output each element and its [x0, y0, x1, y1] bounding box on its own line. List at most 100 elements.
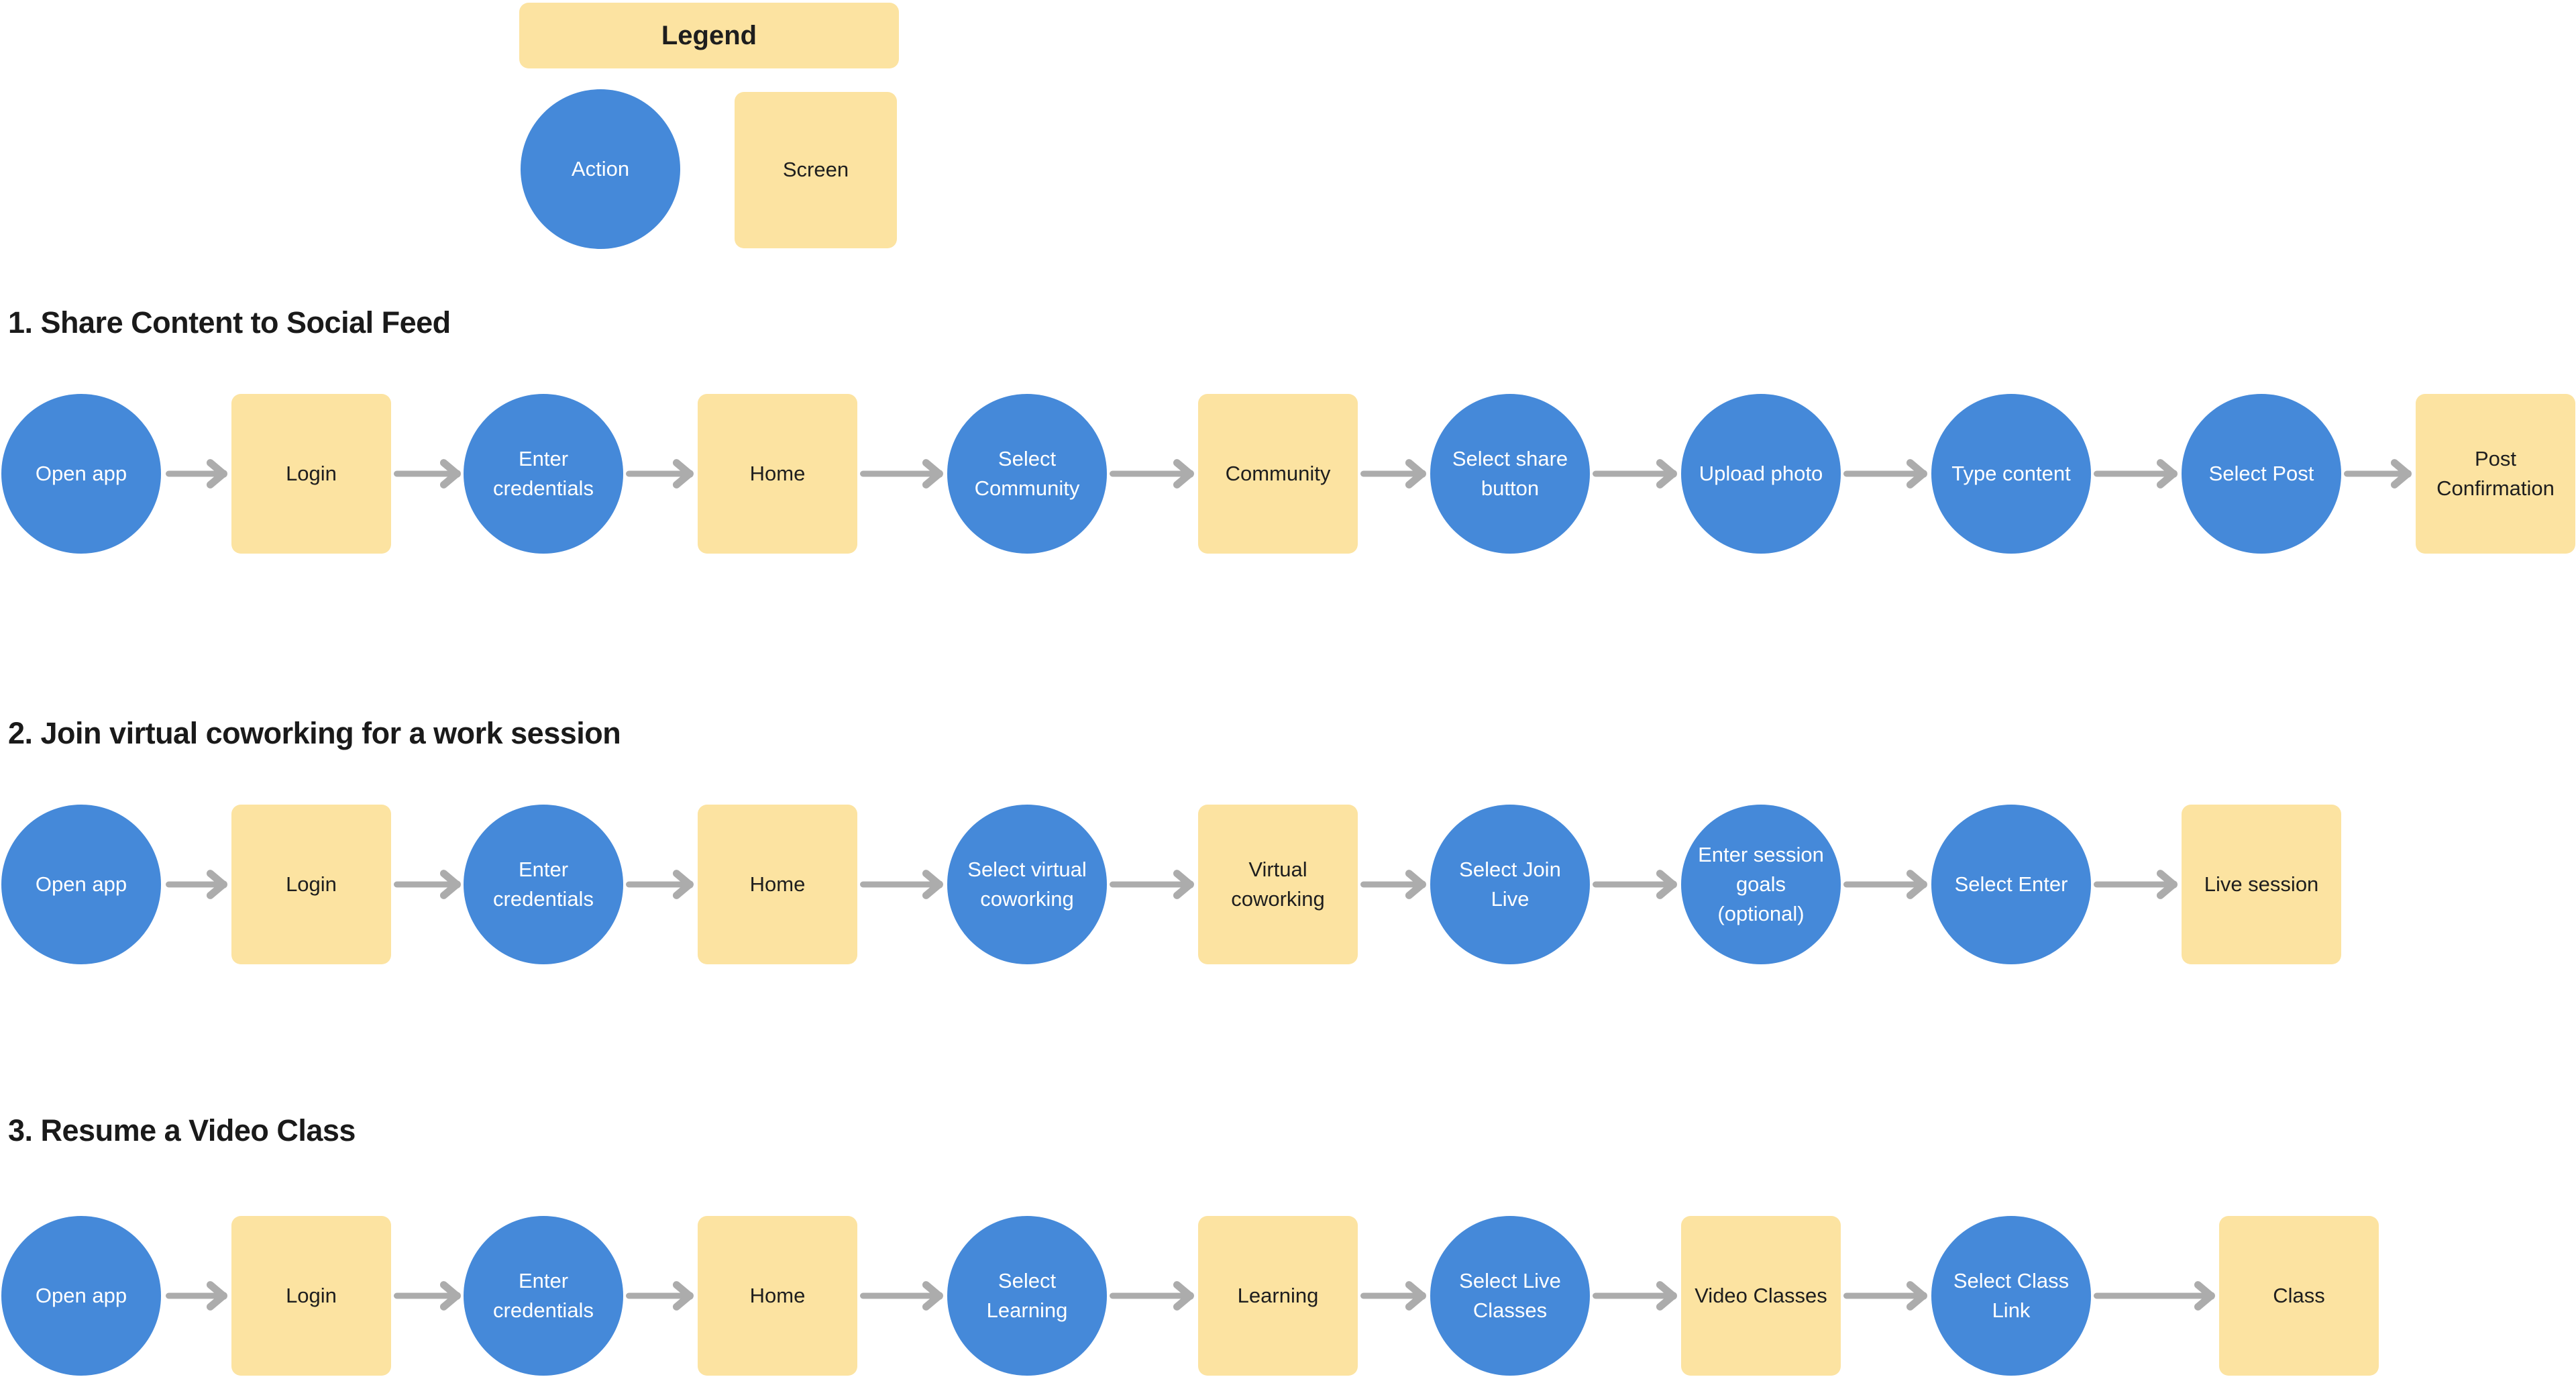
screen-node-home: Home [698, 805, 857, 964]
arrow-right-icon [1110, 454, 1196, 494]
step-label: Learning [1237, 1283, 1319, 1307]
step-label: Video Classes [1695, 1283, 1827, 1307]
step-label: Enter credentials [493, 857, 594, 911]
arrow-shaft [1843, 470, 1921, 477]
step-label: Home [749, 872, 806, 896]
arrow-shaft [1593, 881, 1670, 888]
arrow-right-icon [860, 454, 945, 494]
step-label: Select Community [974, 446, 1080, 500]
step-label: Select virtual coworking [967, 857, 1087, 911]
arrow-shaft [394, 470, 454, 477]
step-label: Home [749, 461, 806, 485]
step-label: Select Learning [986, 1268, 1068, 1322]
screen-node-learning: Learning [1198, 1216, 1358, 1376]
action-node-select-class-link: Select Class Link [1931, 1216, 2091, 1376]
step-label: Type content [1951, 461, 2071, 485]
arrow-right-icon [394, 1276, 463, 1316]
flow-title-3: 3. Resume a Video Class [8, 1113, 356, 1148]
arrow-right-icon [626, 454, 696, 494]
arrow-shaft [1110, 1292, 1187, 1299]
step-label: Enter session goals (optional) [1698, 842, 1824, 925]
step-label: Login [286, 461, 337, 485]
action-node-enter-session-goals: Enter session goals (optional) [1681, 805, 1841, 964]
legend-action-node: Action [521, 89, 680, 249]
action-node-select-learning: Select Learning [947, 1216, 1107, 1376]
arrow-shaft [2094, 470, 2171, 477]
arrow-right-icon [394, 454, 463, 494]
step-label: Enter credentials [493, 1268, 594, 1322]
arrow-right-icon [860, 864, 945, 905]
arrow-right-icon [166, 1276, 229, 1316]
action-node-select-virtual-coworking: Select virtual coworking [947, 805, 1107, 964]
step-label: Login [286, 1283, 337, 1307]
screen-node-community: Community [1198, 394, 1358, 554]
action-node-upload-photo: Upload photo [1681, 394, 1841, 554]
flow-title-2: 2. Join virtual coworking for a work ses… [8, 716, 621, 750]
legend-action-label: Action [571, 156, 630, 181]
arrow-shaft [2094, 881, 2171, 888]
screen-node-home: Home [698, 1216, 857, 1376]
step-label: Select Live Classes [1459, 1268, 1561, 1322]
arrow-right-icon [1593, 864, 1679, 905]
step-label: Community [1225, 461, 1331, 485]
arrow-shaft [1360, 881, 1419, 888]
screen-node-login: Login [231, 1216, 391, 1376]
action-node-open-app: Open app [1, 1216, 161, 1376]
arrow-right-icon [2094, 864, 2180, 905]
arrow-right-icon [2094, 454, 2180, 494]
legend-title: Legend [519, 3, 899, 68]
action-node-select-join-live: Select Join Live [1430, 805, 1590, 964]
step-label: Select Class Link [1953, 1268, 2070, 1322]
arrow-shaft [626, 1292, 687, 1299]
arrow-shaft [394, 1292, 454, 1299]
arrow-right-icon [1593, 454, 1679, 494]
arrow-right-icon [1360, 454, 1428, 494]
step-label: Home [749, 1283, 806, 1307]
arrow-shaft [166, 1292, 221, 1299]
arrow-right-icon [166, 454, 229, 494]
arrow-shaft [1360, 470, 1419, 477]
action-node-select-community: Select Community [947, 394, 1107, 554]
arrow-shaft [166, 470, 221, 477]
legend-title-label: Legend [661, 20, 757, 50]
arrow-shaft [1360, 1292, 1419, 1299]
arrow-right-icon [166, 864, 229, 905]
step-label: Login [286, 872, 337, 896]
arrow-right-icon [1843, 1276, 1929, 1316]
step-label: Virtual coworking [1231, 857, 1325, 911]
arrow-shaft [1110, 470, 1187, 477]
step-label: Open app [35, 872, 127, 896]
arrow-right-icon [394, 864, 463, 905]
arrow-right-icon [1593, 1276, 1679, 1316]
step-label: Select Post [2208, 461, 2314, 485]
screen-node-home: Home [698, 394, 857, 554]
arrow-right-icon [1843, 864, 1929, 905]
step-label: Select Join Live [1459, 857, 1561, 911]
arrow-shaft [860, 470, 936, 477]
step-label: Post Confirmation [2436, 446, 2555, 500]
arrow-right-icon [1110, 1276, 1196, 1316]
arrow-right-icon [2094, 1276, 2217, 1316]
action-node-select-live-classes: Select Live Classes [1430, 1216, 1590, 1376]
step-label: Upload photo [1699, 461, 1823, 485]
arrow-right-icon [2344, 454, 2414, 494]
arrow-right-icon [1110, 864, 1196, 905]
action-node-enter-credentials: Enter credentials [464, 394, 623, 554]
action-node-type-content: Type content [1931, 394, 2091, 554]
legend-screen-node: Screen [735, 92, 897, 248]
step-label: Open app [35, 1283, 127, 1307]
arrow-right-icon [1360, 864, 1428, 905]
step-label: Select Enter [1954, 872, 2068, 896]
action-node-select-post: Select Post [2182, 394, 2341, 554]
arrow-right-icon [860, 1276, 945, 1316]
arrow-shaft [2344, 470, 2405, 477]
arrow-shaft [2094, 1292, 2208, 1299]
arrow-shaft [1843, 881, 1921, 888]
flow-title-1: 1. Share Content to Social Feed [8, 305, 451, 340]
arrow-shaft [394, 881, 454, 888]
screen-node-virtual-coworking: Virtual coworking [1198, 805, 1358, 964]
screen-node-login: Login [231, 394, 391, 554]
legend-screen-label: Screen [782, 158, 849, 182]
arrow-shaft [1843, 1292, 1921, 1299]
screen-node-video-classes: Video Classes [1681, 1216, 1841, 1376]
